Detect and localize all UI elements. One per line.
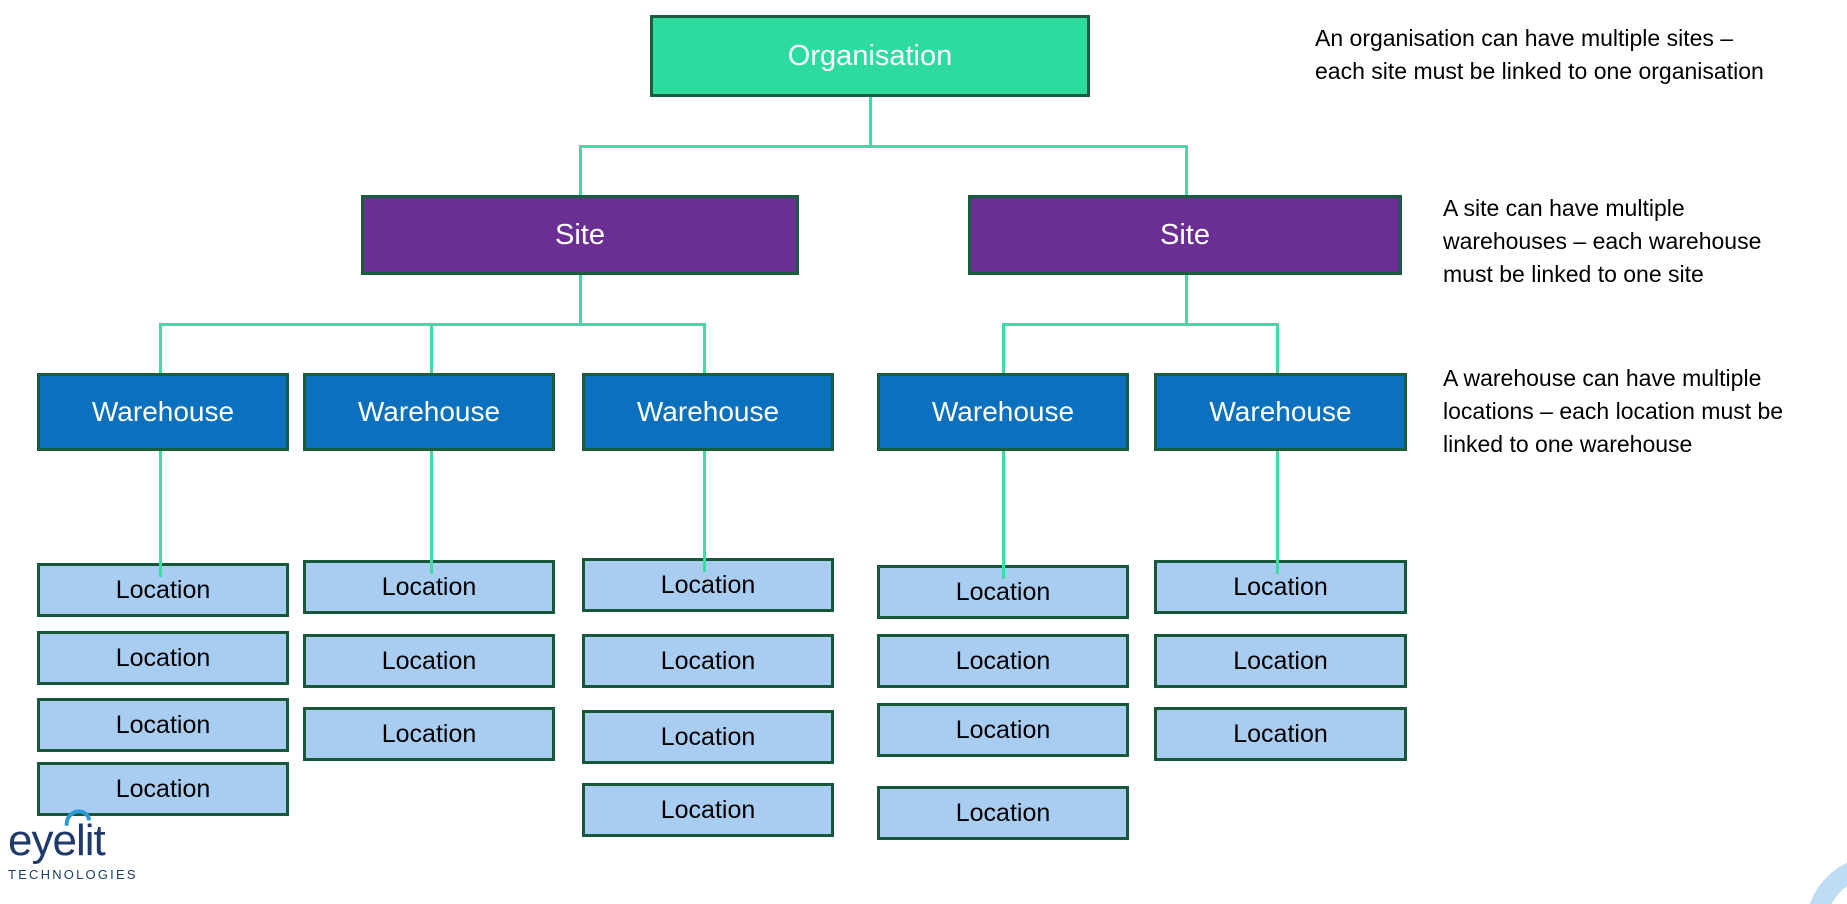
location-box: Location (877, 565, 1129, 619)
connector-site-right-drop (1185, 145, 1188, 195)
connector-site-left-down (579, 275, 582, 323)
location-box: Location (1154, 634, 1407, 688)
connector-site-right-down (1185, 275, 1188, 323)
location-box: Location (37, 698, 289, 752)
location-box: Location (582, 634, 834, 688)
connector-warehouse3-drop (703, 323, 706, 373)
annotation-line: A warehouse can have multiple (1443, 365, 1762, 391)
annotation-organisation-sites: An organisation can have multiple sites … (1315, 22, 1764, 88)
site-box-right: Site (968, 195, 1402, 275)
annotation-line: locations – each location must be (1443, 398, 1784, 424)
location-box: Location (877, 703, 1129, 757)
connector-warehouse4-drop (1002, 323, 1005, 373)
warehouse-box-4: Warehouse (877, 373, 1129, 451)
annotation-site-warehouses: A site can have multiple warehouses – ea… (1443, 192, 1761, 291)
annotation-warehouse-locations: A warehouse can have multiple locations … (1443, 362, 1783, 461)
connector-warehouse5-location (1276, 451, 1279, 574)
annotation-line: each site must be linked to one organisa… (1315, 58, 1764, 84)
warehouse-box-2: Warehouse (303, 373, 555, 451)
eyelit-logo-wordmark: eyelit (8, 816, 106, 865)
location-box: Location (582, 710, 834, 764)
location-box: Location (303, 634, 555, 688)
connector-warehouse2-drop (430, 323, 433, 373)
warehouse-box-3: Warehouse (582, 373, 834, 451)
location-box: Location (1154, 707, 1407, 761)
location-box: Location (37, 631, 289, 685)
connector-warehouses-right-horizontal (1002, 323, 1279, 326)
location-box: Location (303, 707, 555, 761)
site-box-left: Site (361, 195, 799, 275)
connector-warehouse2-location (430, 451, 433, 574)
location-box: Location (582, 558, 834, 612)
warehouse-box-5: Warehouse (1154, 373, 1407, 451)
organisation-box: Organisation (650, 15, 1090, 97)
corner-crescent-decoration (1805, 855, 1847, 904)
annotation-line: A site can have multiple (1443, 195, 1685, 221)
warehouse-box-1: Warehouse (37, 373, 289, 451)
annotation-line: warehouses – each warehouse (1443, 228, 1762, 254)
annotation-line: linked to one warehouse (1443, 431, 1693, 457)
connector-org-down (869, 95, 872, 147)
connector-warehouse3-location (703, 451, 706, 572)
annotation-line: An organisation can have multiple sites … (1315, 25, 1734, 51)
connector-warehouse4-location (1002, 451, 1005, 579)
connector-warehouse5-drop (1276, 323, 1279, 373)
location-box: Location (37, 762, 289, 816)
location-box: Location (877, 634, 1129, 688)
location-box: Location (37, 563, 289, 617)
location-box: Location (1154, 560, 1407, 614)
location-box: Location (582, 783, 834, 837)
eyelit-logo-tagline: TECHNOLOGIES (8, 867, 138, 882)
connector-warehouse1-drop (159, 323, 162, 373)
location-box: Location (877, 786, 1129, 840)
connector-site-left-drop (579, 145, 582, 195)
connector-warehouse1-location (159, 451, 162, 577)
annotation-line: must be linked to one site (1443, 261, 1704, 287)
location-box: Location (303, 560, 555, 614)
connector-sites-horizontal (579, 145, 1188, 148)
eyelit-logo: eyelit TECHNOLOGIES (8, 804, 138, 882)
